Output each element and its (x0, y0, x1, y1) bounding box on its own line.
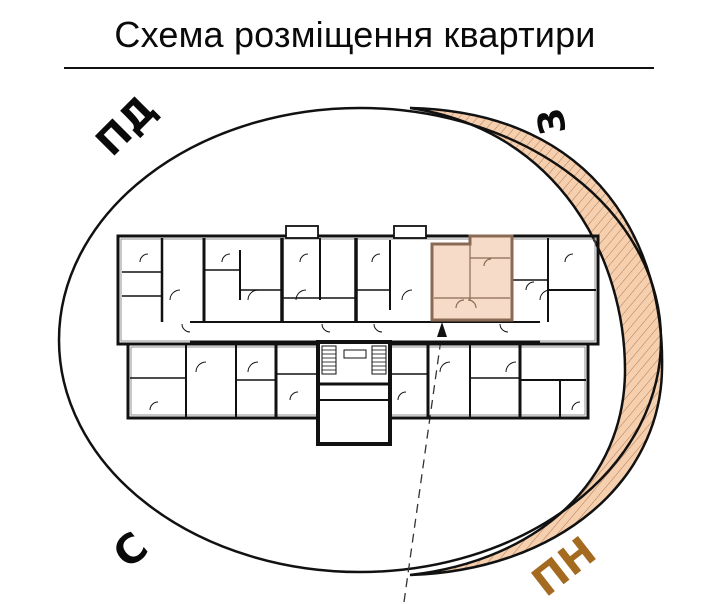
lower-partitions (130, 344, 586, 418)
stair-core (316, 340, 392, 446)
direction-label-west: З (530, 105, 575, 137)
orientation-ellipse (57, 106, 663, 574)
pointer-arrow-icon (437, 322, 447, 337)
page-title: Схема розміщення квартири (114, 14, 596, 55)
balconies (285, 225, 427, 239)
direction-label-south: С (105, 524, 157, 578)
title-underline (64, 67, 654, 69)
upper-partitions (122, 238, 596, 322)
direction-label-southwest: ПД (87, 87, 165, 165)
north-orientation-arc (409, 106, 664, 577)
pointer-dashed-line (403, 331, 443, 603)
door-swings (139, 253, 581, 411)
highlighted-apartment[interactable] (430, 234, 514, 322)
